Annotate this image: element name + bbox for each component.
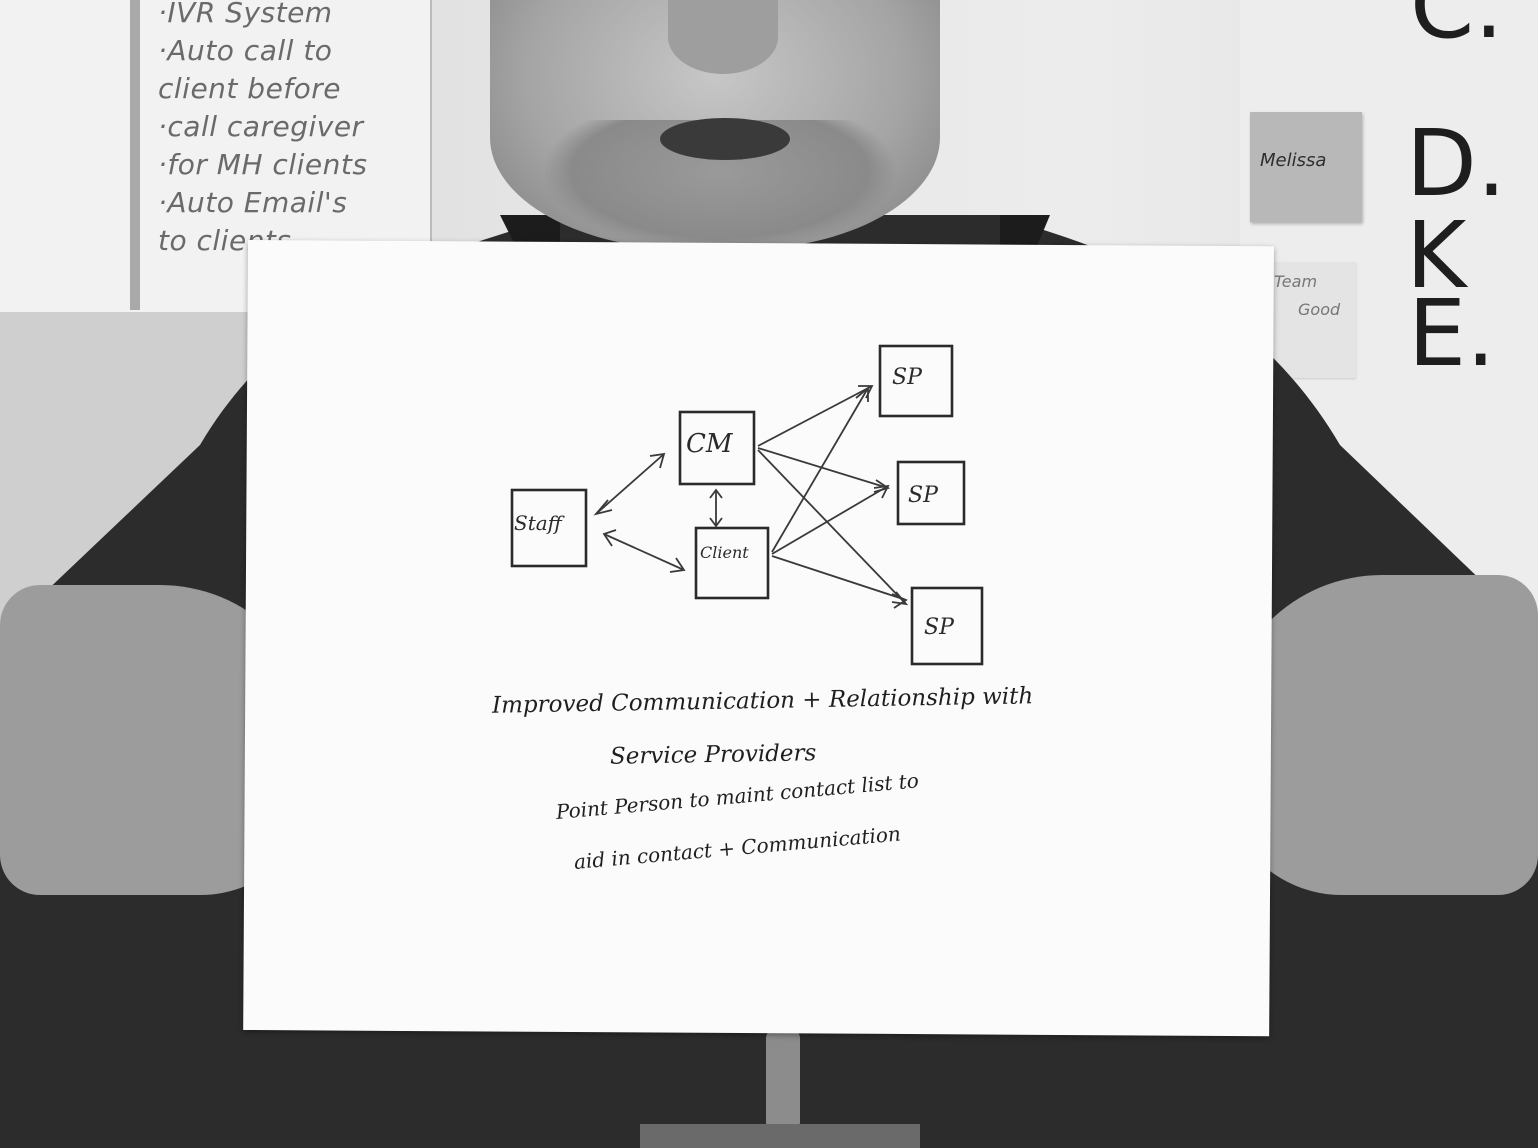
flipchart-line: ·Auto call to <box>158 34 333 67</box>
sticky-note-2-line: Good <box>1298 300 1341 319</box>
arrow-staff-cm <box>593 452 666 516</box>
right-hand <box>1222 575 1538 895</box>
sticky-note-label: Melissa <box>1260 150 1327 171</box>
board-letter-d: D. K <box>1406 110 1507 309</box>
sticky-note-2: Team Good <box>1268 262 1356 378</box>
person-mouth <box>660 118 790 160</box>
person-nose <box>668 0 778 74</box>
node-staff-label: Staff <box>514 511 566 535</box>
id-badge <box>640 1124 920 1148</box>
node-sp1-box <box>878 344 954 418</box>
arrow-cm-client <box>709 488 723 528</box>
sticky-note-2-line: Team <box>1274 272 1318 291</box>
arrows-cm-to-sp <box>757 385 909 606</box>
flipchart-line: ·Auto Email's <box>158 186 348 219</box>
node-client-label: Client <box>700 543 749 562</box>
lanyard-clip <box>766 1030 800 1130</box>
node-client-box <box>694 526 770 600</box>
sketch-heading-line2: Service Providers <box>609 740 817 770</box>
flipchart-line: client before <box>158 72 342 105</box>
flipchart-sheet: ·IVR System ·Auto call to client before … <box>0 0 432 312</box>
node-sp1-label: SP <box>892 365 923 390</box>
node-sp2-label: SP <box>908 483 939 508</box>
flipchart-notes: ·IVR System ·Auto call to client before … <box>158 0 428 260</box>
node-cm-box <box>678 410 756 486</box>
flipchart-line: ·call caregiver <box>158 110 364 143</box>
node-staff-box <box>510 488 588 568</box>
sticky-note: Melissa <box>1250 112 1362 222</box>
flipchart-line: ·IVR System <box>158 0 333 29</box>
board-letter-c: C. <box>1410 0 1504 59</box>
arrow-staff-client <box>602 529 686 573</box>
node-sp3-box <box>910 586 984 666</box>
node-sp2-box <box>896 460 966 526</box>
flipchart-margin-line <box>130 0 140 310</box>
arrows-client-to-sp <box>771 386 908 609</box>
flipchart-line: ·for MH clients <box>158 148 368 181</box>
node-cm-label: CM <box>686 429 734 459</box>
board-letter-e: E. <box>1408 280 1496 387</box>
node-sp3-label: SP <box>924 615 955 640</box>
